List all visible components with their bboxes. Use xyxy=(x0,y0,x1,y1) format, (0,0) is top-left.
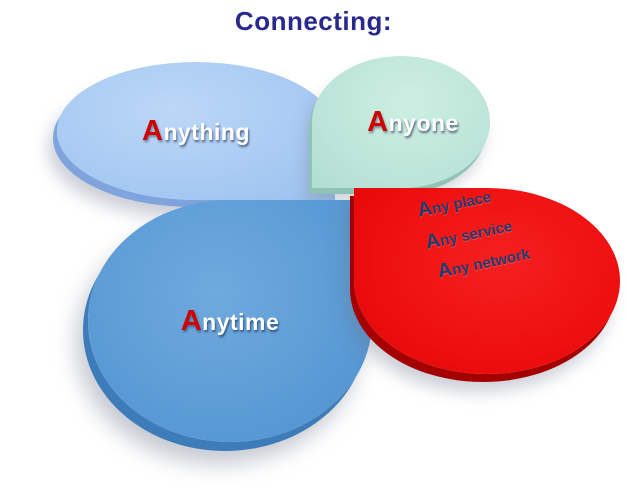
anytime-text: nytime xyxy=(202,308,280,335)
petal-anytime: Anytime xyxy=(88,200,372,442)
petal-anything: Anything xyxy=(57,62,335,200)
petal-anyone: Anyone xyxy=(312,56,490,188)
anytime-initial: A xyxy=(180,304,203,337)
label-any-place: Any place xyxy=(416,185,494,223)
diagram-title: Connecting: xyxy=(234,6,393,36)
anyone-initial: A xyxy=(367,105,389,138)
petal-anyone-label: Anyone xyxy=(367,106,459,139)
any-service-text: ny service xyxy=(438,217,514,250)
anything-initial: A xyxy=(142,114,164,147)
petal-any-services: Any place Any service Any network xyxy=(354,188,620,374)
petal-anytime-label: Anytime xyxy=(181,305,280,338)
anyone-text: nyone xyxy=(388,109,459,136)
any-place-text: ny place xyxy=(430,188,493,218)
petal-anything-label: Anything xyxy=(142,115,250,148)
any-network-text: ny network xyxy=(450,245,532,279)
anything-text: nything xyxy=(163,118,250,145)
